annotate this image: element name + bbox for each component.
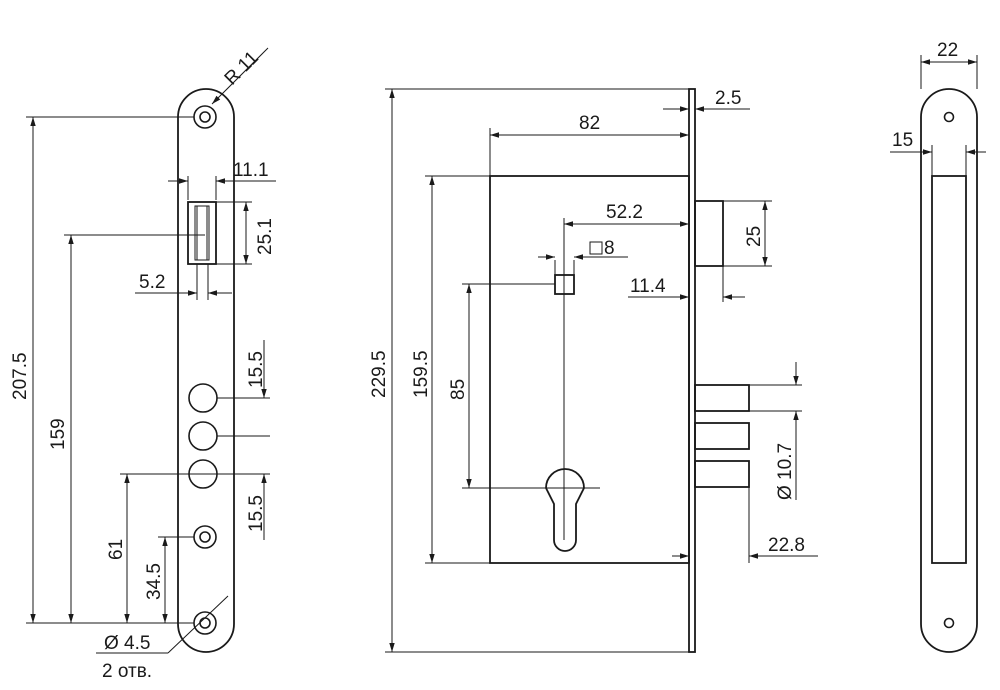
latch-to-hole-label: 159 — [48, 418, 69, 450]
faceplate-outline — [177, 88, 235, 653]
body-depth-label: 82 — [579, 113, 600, 134]
hole-count-label: 2 отв. — [102, 661, 152, 682]
square-symbol-icon — [589, 241, 603, 255]
spindle-size-label: 8 — [604, 238, 615, 259]
bottom-screw-hole-icon — [193, 611, 217, 635]
bolt-hole-2 — [188, 421, 218, 451]
cyl-to-hole-label: 61 — [106, 539, 127, 560]
faceplate-view: R 11 11.1 25.1 5.2 207.5 159 15.5 1 — [10, 47, 276, 682]
bolt-hole-1 — [188, 383, 218, 413]
cylinder-keyhole-icon — [545, 468, 585, 552]
end-plate-outline — [920, 88, 978, 653]
r11-label: R 11 — [221, 47, 263, 89]
bolt-pitch-bottom-label: 15.5 — [246, 495, 267, 532]
end-body-outline — [931, 175, 967, 564]
total-height-label: 229.5 — [369, 350, 390, 398]
bolt-throw-label: 22.8 — [768, 535, 805, 556]
lock-body — [489, 175, 690, 564]
faceplate-edge — [688, 88, 696, 653]
plate-thickness-label: 2.5 — [715, 88, 741, 109]
end-view: 22 15 — [890, 40, 986, 653]
latch-throw-label: 25 — [744, 226, 765, 247]
hole-diameter-label: Ø 4.5 — [104, 633, 150, 654]
top-screw-hole-icon — [193, 105, 217, 129]
end-body-width-label: 15 — [892, 130, 913, 151]
r11-leader — [211, 47, 269, 105]
bolt-pitch-top-label: 15.5 — [246, 351, 267, 388]
end-bottom-hole-icon — [943, 617, 955, 629]
bolt-diameter-label: Ø 10.7 — [775, 443, 796, 500]
end-top-hole-icon — [943, 111, 955, 123]
latch-height-label: 25.1 — [255, 218, 276, 255]
end-plate-width-label: 22 — [937, 40, 958, 61]
backset-height-label: 85 — [448, 379, 469, 400]
latch-width-label: 11.1 — [233, 160, 269, 181]
hole-leader — [167, 595, 229, 654]
deadbolt-3 — [694, 460, 750, 488]
deadbolt-1 — [694, 384, 750, 412]
screw-to-hole-label: 34.5 — [144, 563, 165, 600]
latch-bolt — [694, 200, 724, 267]
deadbolt-2 — [694, 422, 750, 450]
latch-offset-side-label: 11.4 — [630, 276, 666, 297]
side-view: 229.5 159.5 85 82 2.5 52.2 8 — [369, 88, 818, 653]
latch-opening — [187, 201, 217, 265]
latch-offset-label: 5.2 — [139, 272, 165, 293]
body-height-label: 159.5 — [411, 350, 432, 398]
cylinder-screw-hole-icon — [193, 525, 217, 549]
backset-label: 52.2 — [606, 202, 643, 223]
total-length-label: 207.5 — [10, 352, 31, 400]
